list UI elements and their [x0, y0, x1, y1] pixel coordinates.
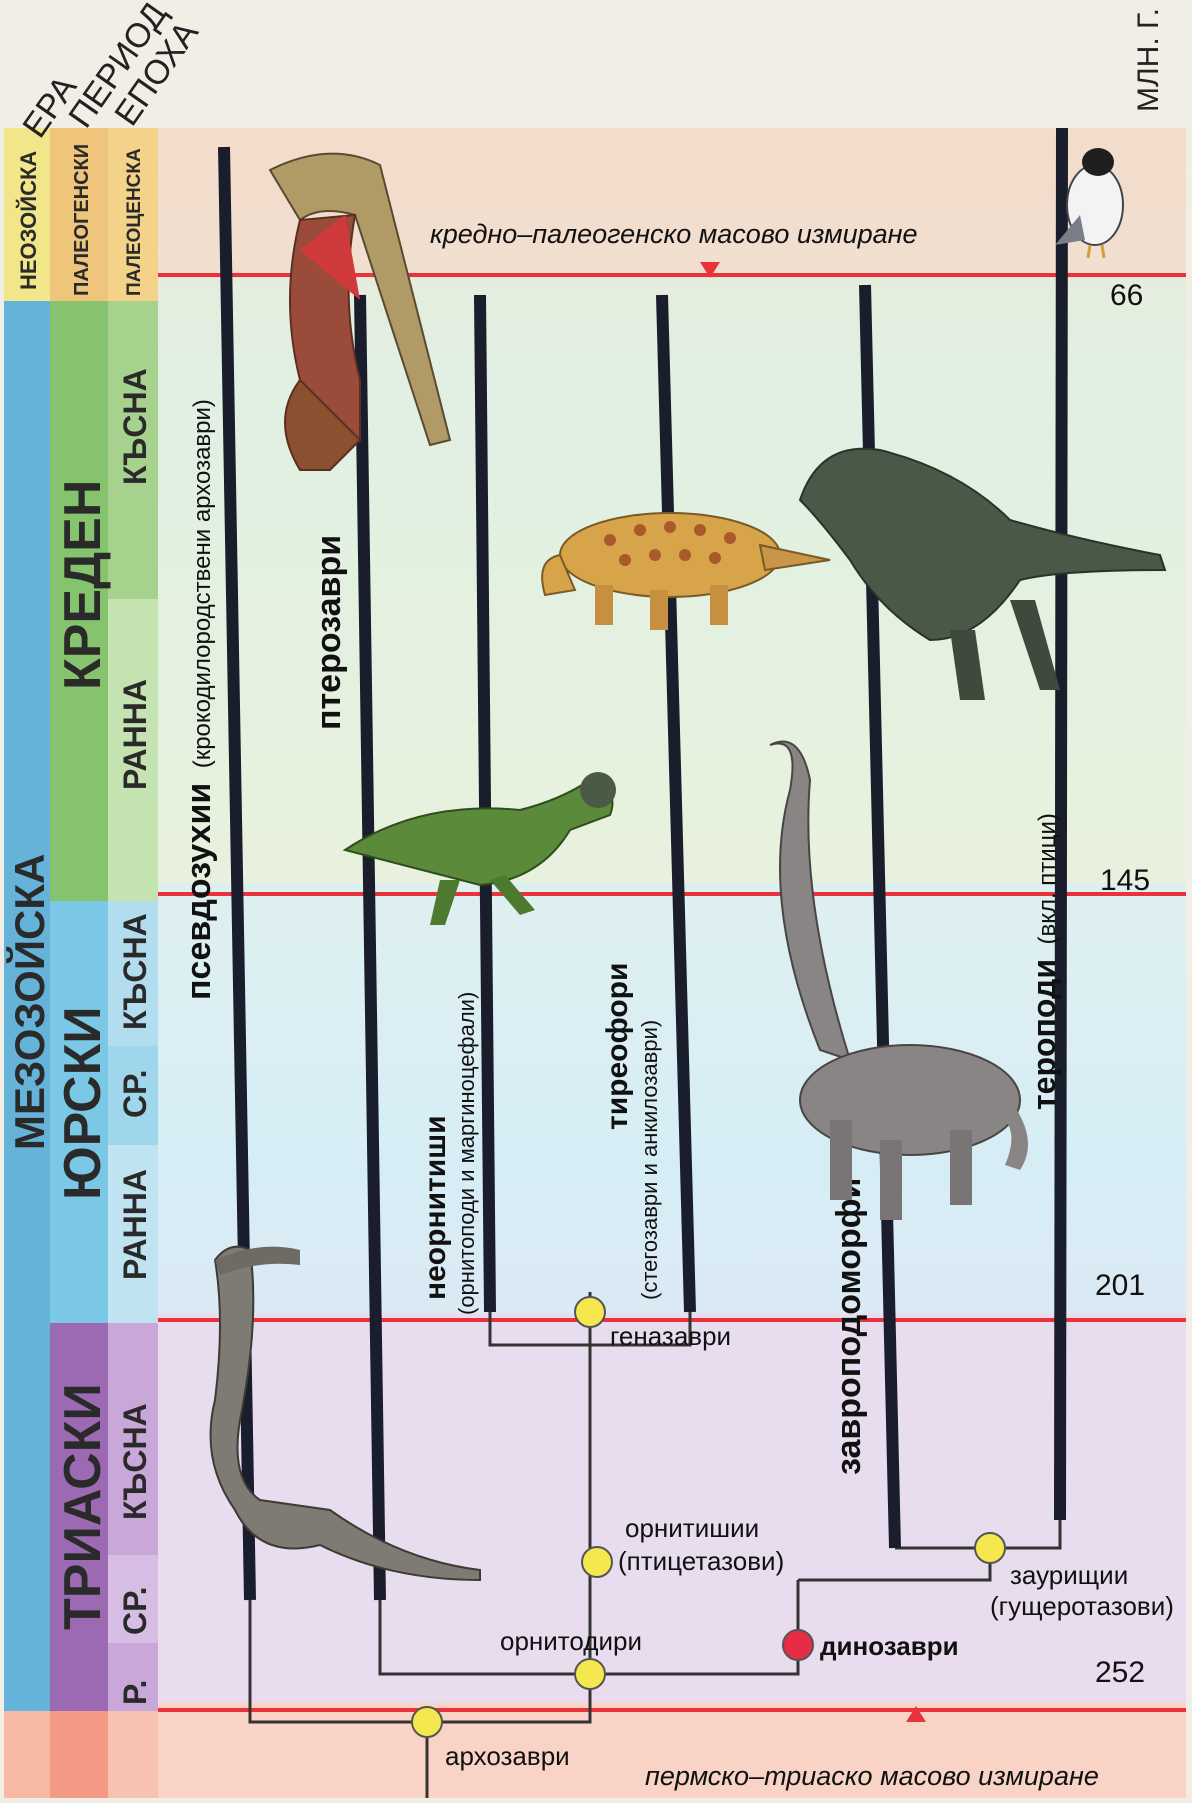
period-cretaceous-label: КРЕДЕН — [54, 480, 112, 690]
node-ornithischians-label: орнитишии — [625, 1513, 759, 1543]
era-permian-cell — [4, 1711, 50, 1798]
node-ornithischians — [582, 1547, 612, 1577]
era-cenozoic-label: НЕОЗОЙСКА — [16, 151, 41, 290]
epoch-early-triassic-label: Р. — [117, 1680, 153, 1705]
age-201: 201 — [1095, 1269, 1145, 1302]
clade-pterosaurs-label: птерозаври — [310, 535, 348, 730]
node-saurischians-label: заурищии — [1010, 1560, 1128, 1590]
unit-label: МЛН. Г. — [1132, 8, 1165, 112]
node-ornithodirans — [575, 1659, 605, 1689]
epoch-late-triassic-label: КЪСНА — [117, 1403, 153, 1520]
node-dinosaurs — [783, 1630, 813, 1660]
node-archosaurs — [412, 1707, 442, 1737]
period-triassic-label: ТРИАСКИ — [54, 1383, 112, 1630]
pt-extinction-label: пермско–триаско масово измиране — [645, 1761, 1099, 1791]
clade-neornithischians-label: неорнитиши — [419, 1115, 452, 1300]
node-genasaurs — [575, 1297, 605, 1327]
clade-neornithischians-detail: (орнитоподи и маргиноцефали) — [454, 992, 479, 1315]
clade-thyreophorans-label: тиреофори — [601, 963, 634, 1130]
node-ornithodirans-label: орнитодири — [500, 1626, 642, 1656]
node-dinosaurs-label: динозаври — [820, 1631, 959, 1661]
kpg-extinction-label: кредно–палеогенско масово измиране — [430, 219, 918, 249]
epoch-permian-cell — [108, 1711, 158, 1798]
epoch-early-cretaceous-label: РАННА — [117, 679, 153, 790]
age-145: 145 — [1100, 864, 1150, 897]
clade-thyreophorans-detail: (стегозаври и анкилозаври) — [637, 1020, 662, 1300]
period-paleogene-label: ПАЛЕОГЕНСКИ — [71, 144, 93, 296]
epoch-paleocene-label: ПАЛЕОЦЕНСКА — [124, 148, 145, 296]
period-jurassic-label: ЮРСКИ — [54, 1006, 112, 1200]
period-permian-cell — [50, 1711, 108, 1798]
clade-sauropodomorphs-label: завроподоморфи — [830, 1178, 868, 1475]
epoch-middle-triassic-label: СР. — [117, 1586, 153, 1635]
age-252: 252 — [1095, 1656, 1145, 1689]
node-saurischians — [975, 1533, 1005, 1563]
node-genasaurs-label: геназаври — [610, 1321, 731, 1351]
era-mesozoic-label: МЕЗОЗОЙСКА — [5, 854, 53, 1150]
node-archosaurs-label: архозаври — [445, 1741, 570, 1771]
age-66: 66 — [1110, 279, 1143, 312]
epoch-early-jurassic-label: РАННА — [117, 1169, 153, 1280]
node-saurischians-sublabel: (гущеротазови) — [990, 1591, 1174, 1621]
node-ornithischians-sublabel: (птицетазови) — [618, 1546, 784, 1576]
epoch-late-cretaceous-label: КЪСНА — [117, 368, 153, 485]
epoch-late-jurassic-label: КЪСНА — [117, 913, 153, 1030]
epoch-middle-jurassic-label: СР. — [117, 1069, 153, 1118]
